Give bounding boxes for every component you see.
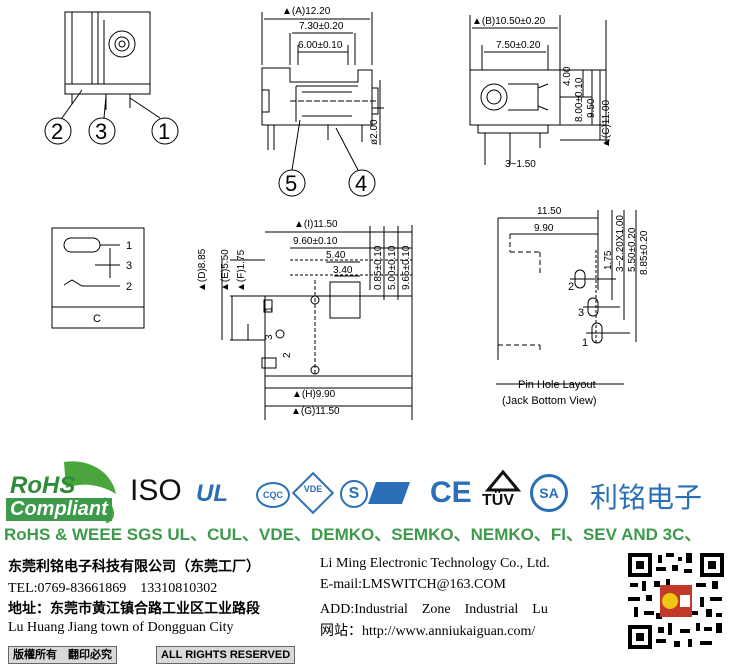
website[interactable]: 网站：http://www.anniukaiguan.com/ xyxy=(320,624,536,639)
dim-4-00: 4.00 xyxy=(562,66,573,86)
rohs-text: RoHS xyxy=(10,472,76,499)
address-en-line2: Lu Huang Jiang town of Dongguan City xyxy=(8,620,234,635)
dim-3-40: 3.40 xyxy=(333,265,353,276)
csa-logo: SA xyxy=(530,474,568,512)
dim-a: ▲(A)12.20 xyxy=(282,6,331,17)
callout-5: 5 xyxy=(285,171,297,196)
front-view xyxy=(261,12,384,197)
dim-dia-2: ø2.00 xyxy=(369,119,380,145)
dim-8-00: 8.00±0.10 xyxy=(574,77,585,122)
dim-9-60: 9.60±0.10 xyxy=(293,236,338,247)
schematic-label: C xyxy=(93,313,101,325)
company-name-cn: 东莞利铭电子科技有限公司（东莞工厂） xyxy=(8,558,260,574)
brand-logo: 利铭电子 xyxy=(590,482,703,513)
dim-1-75: 1.75 xyxy=(603,250,614,270)
dim-i: ▲(I)11.50 xyxy=(294,219,338,230)
layout-pin-1: 1 xyxy=(582,337,588,349)
top-pin-1: 1 xyxy=(264,306,275,312)
dim-7-50: 7.50±0.20 xyxy=(496,40,541,51)
tuv-triangle-icon xyxy=(484,469,522,492)
schematic-pin-3: 3 xyxy=(126,260,132,272)
pin-layout xyxy=(496,210,637,385)
standards-line: RoHS & WEEE SGS UL、CUL、VDE、DEMKO、SEMKO、N… xyxy=(4,525,702,544)
pin-layout-subcaption: (Jack Bottom View) xyxy=(502,395,597,407)
callout-1: 1 xyxy=(158,119,170,144)
dim-6-00: 6.00±0.10 xyxy=(298,40,343,51)
dim-11-50: 11.50 xyxy=(537,206,562,217)
semko-logo: S xyxy=(340,480,368,508)
compliant-text: Compliant xyxy=(6,498,112,521)
callout-2: 2 xyxy=(51,119,63,144)
dim-5-50: 5.50±0.20 xyxy=(627,227,638,272)
dim-h: ▲(H)9.90 xyxy=(292,389,336,400)
dim-e: ▲(E)5.50 xyxy=(220,249,231,292)
pin-layout-caption: Pin Hole Layout xyxy=(518,379,596,391)
demko-logo xyxy=(367,482,411,504)
dim-9-50: 9.50 xyxy=(586,98,597,118)
dim-5-00: 5.00±0.10 xyxy=(387,245,398,290)
pin-schematic xyxy=(51,227,145,329)
dim-3-1-50: 3~1.50 xyxy=(505,159,536,170)
dim-d: ▲(D)8.85 xyxy=(197,248,208,292)
address-en: ADD:Industrial Zone Industrial Lu xyxy=(320,602,548,617)
engineering-drawing: 2 3 1 ▲(A)12.20 7.30±0.20 6.00±0.10 ø2.0… xyxy=(44,6,650,420)
top-pin-2: 2 xyxy=(282,352,293,358)
ce-logo: CE xyxy=(430,476,472,509)
dim-5-40: 5.40 xyxy=(326,250,346,261)
address-cn: 地址：东莞市黄江镇合路工业区工业路段 xyxy=(8,600,260,616)
certification-row: RoHS Compliant ISO UL CQC VDE S CE TÜV S… xyxy=(0,450,736,550)
schematic-pin-1: 1 xyxy=(126,240,132,252)
dim-0-85: 0.85±0.10 xyxy=(373,245,384,290)
tuv-logo xyxy=(484,469,522,504)
dim-7-30: 7.30±0.20 xyxy=(299,21,344,32)
top-view xyxy=(221,225,413,420)
copyright-cn-badge: 版權所有 翻印必究 xyxy=(8,646,117,664)
ul-logo: UL xyxy=(196,480,228,507)
callout-4: 4 xyxy=(355,171,367,196)
dim-c: ▲(C)11.00 xyxy=(601,100,612,149)
rohs-compliant-logo: RoHS Compliant xyxy=(4,454,124,524)
dim-8-85: 8.85±0.20 xyxy=(639,230,650,275)
telephone: TEL:0769-83661869 13310810302 xyxy=(8,581,218,596)
company-name-en: Li Ming Electronic Technology Co., Ltd. xyxy=(320,556,550,571)
layout-pin-2: 2 xyxy=(568,281,574,293)
iso-logo: ISO xyxy=(130,474,182,507)
top-pin-3: 3 xyxy=(264,334,275,340)
qr-code[interactable] xyxy=(626,551,726,651)
dim-3-2-20: 3~2.20X1.00 xyxy=(615,215,626,272)
email[interactable]: E-mail:LMSWITCH@163.COM xyxy=(320,577,506,592)
layout-pin-3: 3 xyxy=(578,307,584,319)
side-view xyxy=(44,11,179,145)
vde-text: VDE xyxy=(303,484,323,494)
right-view xyxy=(469,15,610,165)
callout-3: 3 xyxy=(95,119,107,144)
tuv-text: TÜV xyxy=(482,492,514,509)
cqc-logo: CQC xyxy=(256,482,290,508)
dim-9-90: 9.90 xyxy=(534,223,554,234)
schematic-pin-2: 2 xyxy=(126,281,132,293)
dim-g: ▲(G)11.50 xyxy=(291,406,340,417)
copyright-en-badge: ALL RIGHTS RESERVED xyxy=(156,646,296,664)
dim-b: ▲(B)10.50±0.20 xyxy=(472,16,546,27)
dim-9-65: 9.65±0.10 xyxy=(401,245,412,290)
dim-f: ▲(F)1.75 xyxy=(236,249,247,292)
